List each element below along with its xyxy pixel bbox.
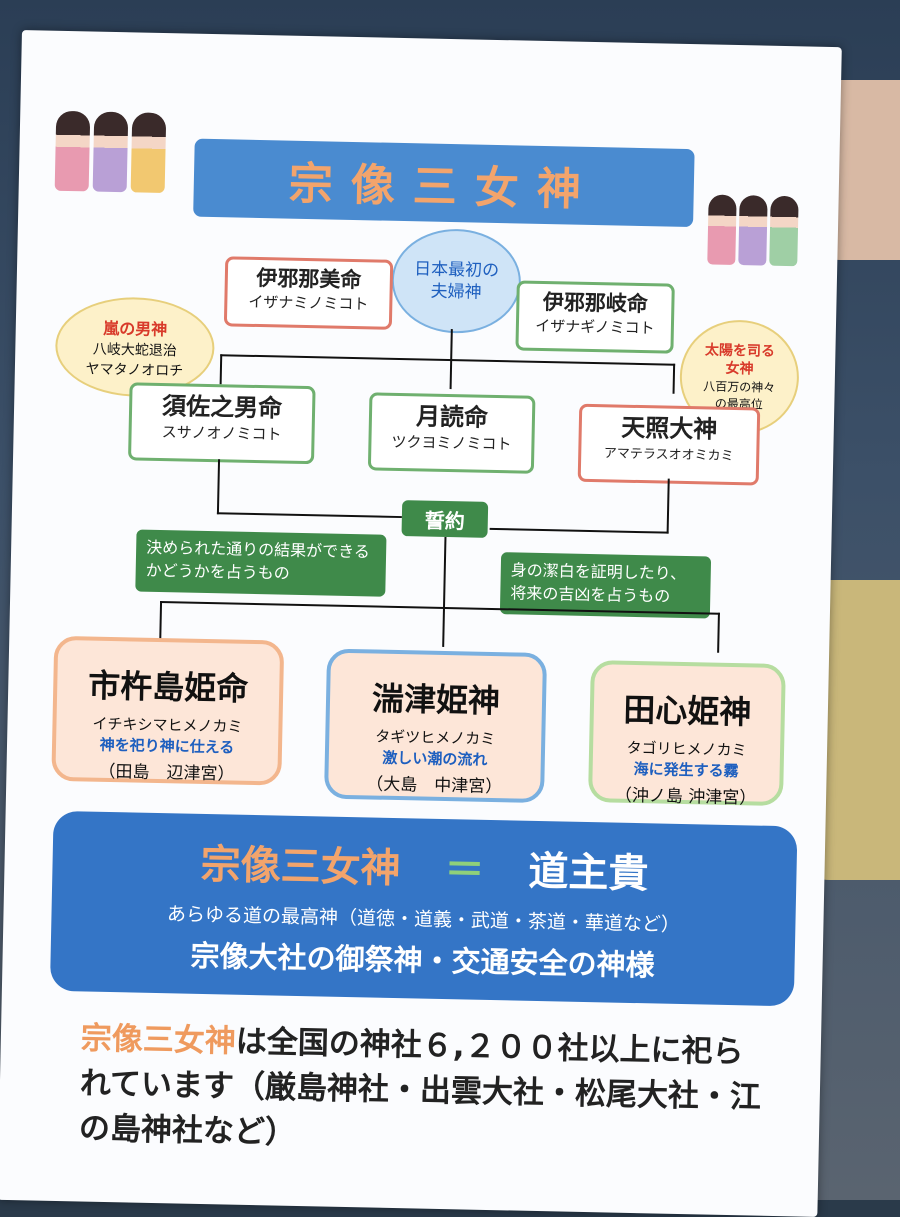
poster-sheet: 宗像三女神 日本最初の夫婦神 嵐の男神 八岐大蛇退治 ヤマタノオロチ 太陽を司る… <box>0 30 842 1217</box>
illustration-left <box>54 110 167 194</box>
child-kana: ツクヨミノミコト <box>391 432 512 454</box>
goddess-desc: 海に発生する霧 <box>633 759 739 781</box>
connector <box>489 527 669 534</box>
child-amaterasu: 天照大神 アマテラスオオミカミ <box>577 403 761 486</box>
bottom-note: 宗像三女神は全国の神社６,２００社以上に祀られています（厳島神社・出雲大社・松尾… <box>79 1016 772 1165</box>
child-name: 月読命 <box>415 402 489 432</box>
child-tsukuyomi: 月読命 ツクヨミノミコト <box>367 392 536 474</box>
storm-cloud-head: 嵐の男神 <box>103 318 168 339</box>
panel-eq: ＝ <box>444 847 485 894</box>
child-name: 須佐之男命 <box>161 392 283 423</box>
goddess-place: （田島 辺津宮） <box>98 761 235 785</box>
parent-name: 伊邪那美命 <box>256 265 362 293</box>
connector <box>442 536 447 647</box>
child-susanoo: 須佐之男命 スサノオノミコト <box>128 382 316 465</box>
couple-cloud-text: 日本最初の夫婦神 <box>413 259 500 303</box>
connector <box>666 478 670 534</box>
panel-right: 道主貴 <box>527 848 649 898</box>
child-kana: スサノオノミコト <box>161 422 282 444</box>
goddess-tagori: 田心姫神 タゴリヒメノカミ 海に発生する霧 （沖ノ島 沖津宮） <box>587 660 786 809</box>
connector <box>216 459 221 515</box>
connector <box>672 363 676 394</box>
sun-cloud-line1: 八百万の神々 <box>703 379 776 396</box>
title-banner: 宗像三女神 <box>193 138 695 228</box>
parent-izanami: 伊邪那美命 イザナミノミコト <box>223 256 394 330</box>
page-title: 宗像三女神 <box>288 158 600 217</box>
connector <box>159 601 163 642</box>
connector <box>450 329 453 360</box>
parent-kana: イザナミノミコト <box>248 292 369 314</box>
storm-cloud-line1: 八岐大蛇退治 <box>92 341 177 359</box>
connector <box>220 354 676 366</box>
storm-cloud-line2: ヤマタノオロチ <box>85 360 184 379</box>
connector <box>216 512 402 519</box>
oath-left-note: 決められた通りの結果ができるかどうかを占うもの <box>135 529 387 597</box>
goddess-desc: 激しい潮の流れ <box>382 748 488 769</box>
goddess-name: 田心姫神 <box>622 690 752 732</box>
child-name: 天照大神 <box>621 413 718 444</box>
parent-izanagi: 伊邪那岐命 イザナギノミコト <box>515 280 675 354</box>
summary-panel: 宗像三女神 ＝ 道主貴 あらゆる道の最高神（道徳・道義・武道・茶道・華道など） … <box>49 810 798 1007</box>
parent-kana: イザナギノミコト <box>535 317 655 338</box>
parent-name: 伊邪那岐命 <box>542 289 649 317</box>
sun-cloud-head: 太陽を司る女神 <box>704 342 776 378</box>
bottom-highlight: 宗像三女神 <box>80 1020 237 1060</box>
couple-cloud: 日本最初の夫婦神 <box>390 227 522 335</box>
goddess-place: （沖ノ島 沖津宮） <box>614 785 757 809</box>
goddess-ichikishima: 市杵島姫命 イチキシマヒメノカミ 神を祀り神に仕える （田島 辺津宮） <box>51 635 285 786</box>
illustration-right <box>707 194 799 267</box>
panel-left: 宗像三女神 <box>200 841 402 893</box>
connector <box>219 354 223 385</box>
child-kana: アマテラスオオミカミ <box>603 446 734 464</box>
goddess-tagitsu: 湍津姫神 タギツヒメノカミ 激しい潮の流れ （大島 中津宮） <box>323 648 548 804</box>
connector <box>449 359 453 390</box>
goddess-name: 市杵島姫命 <box>87 666 249 708</box>
panel-line2: 宗像大社の御祭神・交通安全の神様 <box>190 938 655 983</box>
goddess-name: 湍津姫神 <box>371 679 501 721</box>
goddess-place: （大島 中津宮） <box>366 774 503 798</box>
goddess-desc: 神を祀り神に仕える <box>99 735 235 757</box>
connector <box>717 612 720 653</box>
oath-label: 誓約 <box>401 500 489 538</box>
